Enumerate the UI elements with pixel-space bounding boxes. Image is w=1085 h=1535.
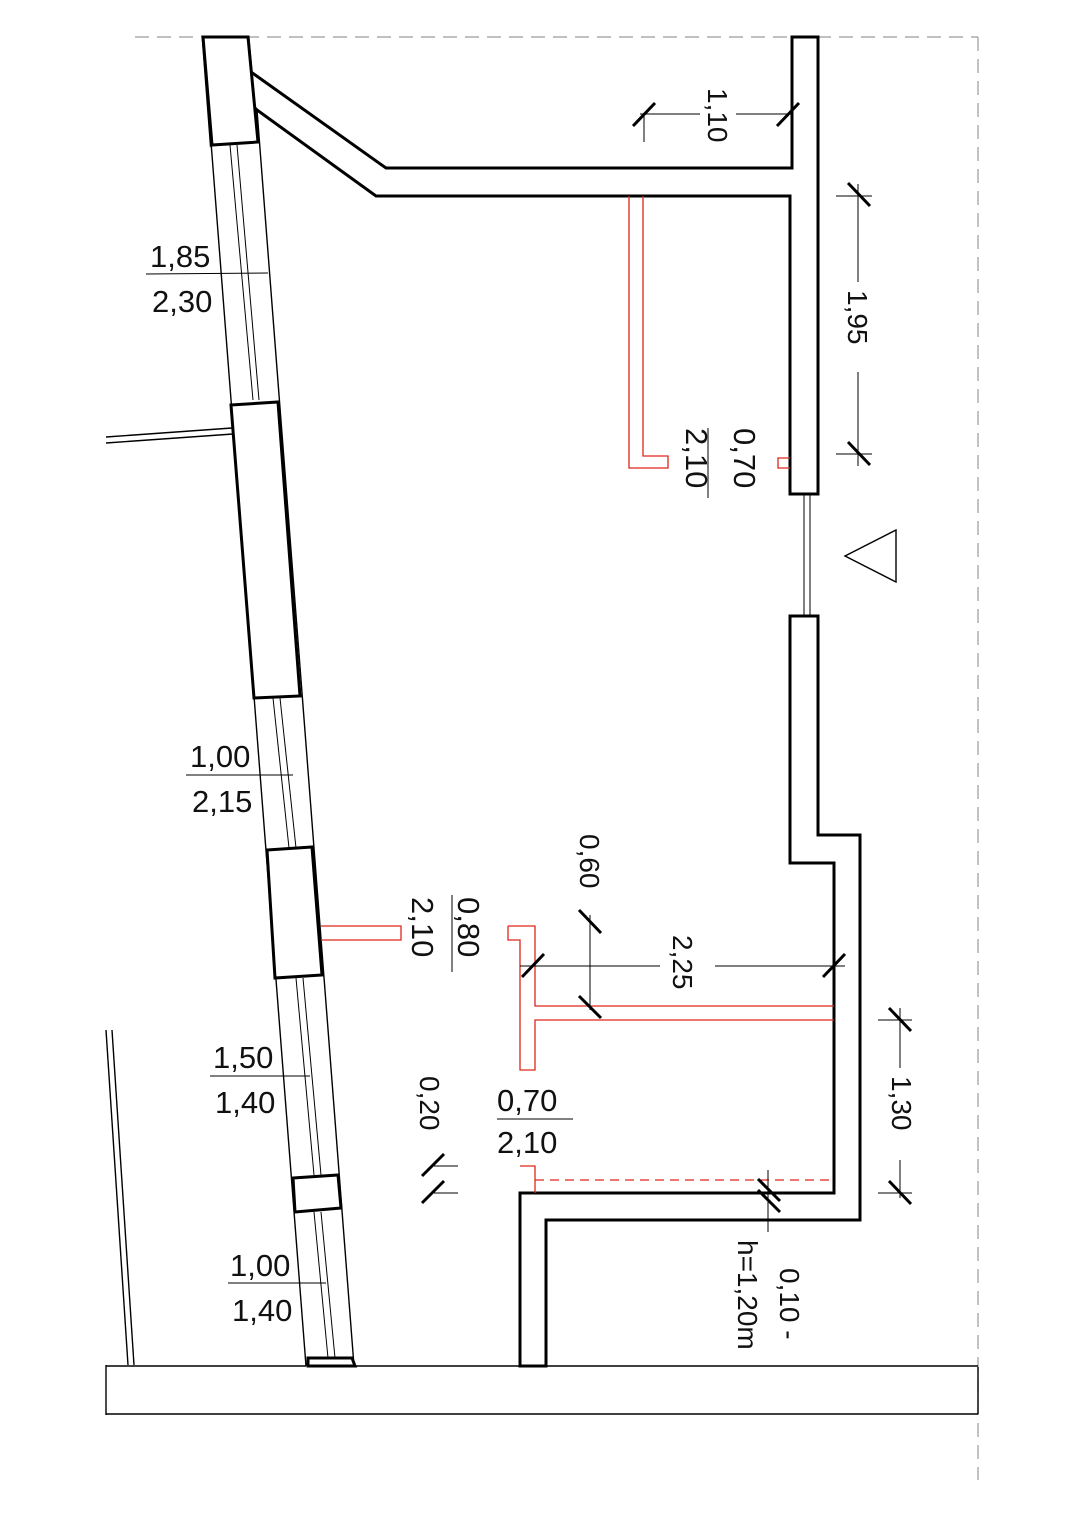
- door2-width-label: 0,80: [451, 897, 486, 957]
- pier-2: [265, 845, 324, 980]
- parapet-height-label: h=1,20m: [732, 1240, 763, 1350]
- entrance-arrow-icon: [843, 528, 897, 584]
- rotated-labels: 1,10 1,95 0,70 2,10 0,60 0,80 2,10 2,25 …: [405, 88, 917, 1350]
- dim-195-label: 1,95: [842, 290, 873, 345]
- door3-height-label: 2,10: [497, 1125, 557, 1160]
- dimensions: [420, 101, 913, 1232]
- new-partitions: [321, 196, 834, 1193]
- pier-1: [229, 400, 302, 700]
- pier-top: [201, 35, 260, 147]
- dim-130-label: 1,30: [886, 1076, 917, 1131]
- win4-width-label: 1,00: [230, 1248, 290, 1283]
- dim-225-label: 2,25: [667, 935, 698, 990]
- dim-020-label: 0,20: [414, 1076, 445, 1131]
- wall-bottom-left: [306, 1356, 358, 1368]
- adjacent-lines: [105, 427, 234, 1366]
- win1-height-label: 2,30: [152, 284, 212, 319]
- walls: [106, 35, 978, 1368]
- pier-3: [291, 1173, 343, 1214]
- win3-height-label: 1,40: [215, 1085, 275, 1120]
- dim-110-label: 1,10: [702, 88, 733, 143]
- door1-height-label: 2,10: [679, 428, 714, 488]
- property-boundary: [135, 36, 979, 1480]
- window-labels: 1,85 2,30 1,00 2,15 1,50 1,40 1,00 1,40 …: [150, 239, 557, 1328]
- dim-060-label: 0,60: [574, 834, 605, 889]
- wall-right-lower: [518, 614, 862, 1368]
- win2-height-label: 2,15: [192, 784, 252, 819]
- win3-width-label: 1,50: [213, 1040, 273, 1075]
- door3-width-label: 0,70: [497, 1083, 557, 1118]
- parapet-thickness-label: 0,10 -: [774, 1268, 805, 1340]
- door2-height-label: 2,10: [405, 897, 440, 957]
- win4-height-label: 1,40: [232, 1293, 292, 1328]
- entrance-door: [803, 494, 897, 616]
- win2-width-label: 1,00: [190, 739, 250, 774]
- street-edge: [105, 1365, 979, 1415]
- door1-width-label: 0,70: [727, 428, 762, 488]
- win1-width-label: 1,85: [150, 239, 210, 274]
- left-facade: [145, 35, 355, 1367]
